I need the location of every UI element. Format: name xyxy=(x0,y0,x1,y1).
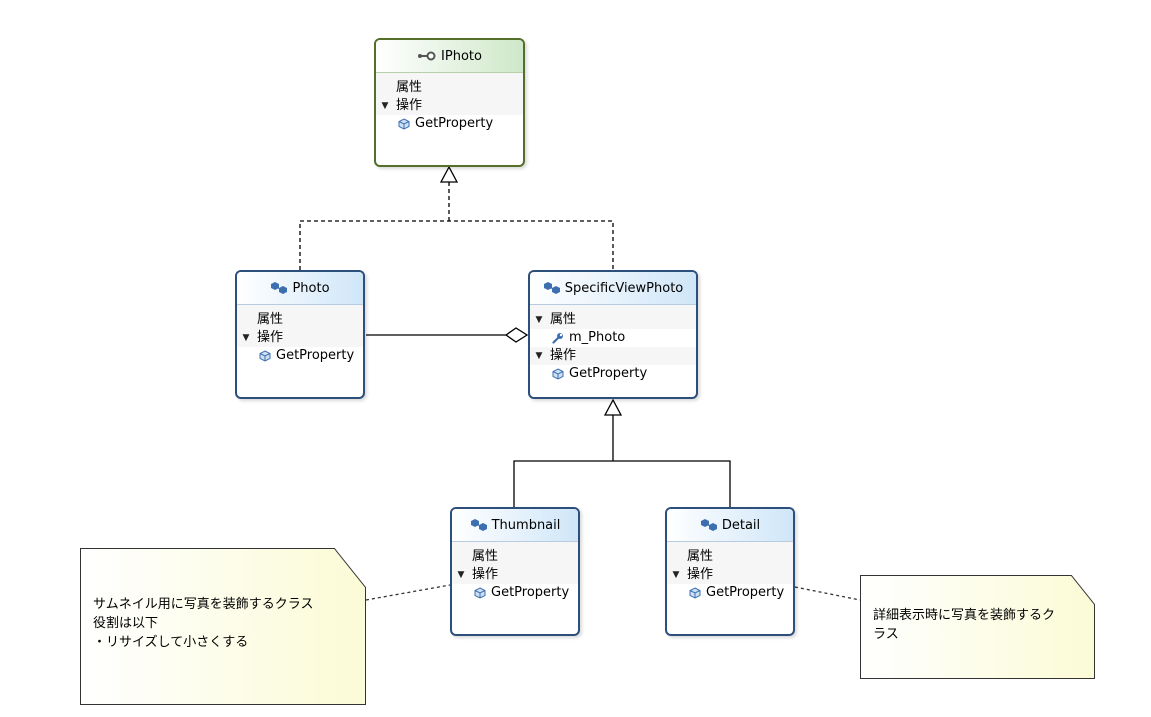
class-header[interactable]: IPhoto xyxy=(376,40,523,73)
note-line: 詳細表示時に写真を装飾するク xyxy=(873,608,1056,623)
wrench-field-icon xyxy=(552,333,563,344)
note-text: サムネイル用に写真を装飾するクラス 役割は以下 ・リサイズして小さくする xyxy=(93,595,313,652)
class-name: IPhoto xyxy=(441,48,482,64)
class-iphoto[interactable]: IPhoto 属性 ▼ 操作 GetProperty xyxy=(374,38,525,167)
member-getproperty[interactable]: GetProperty xyxy=(237,347,363,365)
method-cube-icon xyxy=(474,587,486,599)
note-line: 役割は以下 xyxy=(93,616,159,631)
expand-triangle-icon[interactable]: ▼ xyxy=(672,570,680,580)
member-getproperty[interactable]: GetProperty xyxy=(667,584,793,602)
method-cube-icon xyxy=(398,118,410,130)
member-name: GetProperty xyxy=(491,585,570,600)
class-photo[interactable]: Photo 属性 ▼ 操作 GetProperty xyxy=(235,270,365,399)
interface-lollipop-icon xyxy=(418,51,436,61)
class-name: Photo xyxy=(292,280,330,296)
section-operations[interactable]: ▼ 操作 xyxy=(237,329,363,347)
section-label: 操作 xyxy=(472,567,499,582)
section-label: 属性 xyxy=(396,80,423,95)
note-detail[interactable]: 詳細表示時に写真を装飾するク ラス xyxy=(860,575,1095,679)
member-m-photo[interactable]: m_Photo xyxy=(530,329,696,347)
class-name: Detail xyxy=(721,517,761,533)
method-cube-icon xyxy=(552,368,564,380)
section-attributes[interactable]: 属性 xyxy=(452,548,578,566)
realization-line-photo[interactable] xyxy=(299,220,614,270)
class-icon xyxy=(271,282,288,294)
member-getproperty[interactable]: GetProperty xyxy=(530,365,696,383)
generalization-line[interactable] xyxy=(513,415,731,507)
member-name: GetProperty xyxy=(415,116,494,131)
section-operations[interactable]: ▼ 操作 xyxy=(530,347,696,365)
class-header[interactable]: Thumbnail xyxy=(452,509,578,542)
note-text: 詳細表示時に写真を装飾するク ラス xyxy=(873,606,1055,644)
expand-triangle-icon[interactable]: ▼ xyxy=(381,101,389,111)
note-fold-corner xyxy=(1071,575,1095,605)
class-header[interactable]: SpecificViewPhoto xyxy=(530,272,696,305)
member-getproperty[interactable]: GetProperty xyxy=(376,115,523,133)
class-icon xyxy=(700,519,717,531)
section-label: 操作 xyxy=(687,567,714,582)
realization-arrowhead xyxy=(439,165,459,183)
note-thumbnail[interactable]: サムネイル用に写真を装飾するクラス 役割は以下 ・リサイズして小さくする xyxy=(80,548,366,705)
section-attributes[interactable]: 属性 xyxy=(237,311,363,329)
section-label: 操作 xyxy=(257,330,284,345)
expand-triangle-icon[interactable]: ▼ xyxy=(242,333,250,343)
section-label: 属性 xyxy=(687,549,714,564)
class-header[interactable]: Detail xyxy=(667,509,793,542)
class-detail[interactable]: Detail 属性 ▼ 操作 GetProperty xyxy=(665,507,795,636)
section-label: 属性 xyxy=(257,312,284,327)
member-getproperty[interactable]: GetProperty xyxy=(452,584,578,602)
section-attributes[interactable]: 属性 xyxy=(376,79,523,97)
note-line: サムネイル用に写真を装飾するクラス xyxy=(93,597,314,612)
member-name: GetProperty xyxy=(706,585,785,600)
class-icon xyxy=(470,519,487,531)
member-name: GetProperty xyxy=(569,366,648,381)
section-label: 操作 xyxy=(550,348,577,363)
section-label: 属性 xyxy=(550,312,577,327)
section-attributes[interactable]: 属性 xyxy=(667,548,793,566)
section-label: 操作 xyxy=(396,98,423,113)
section-operations[interactable]: ▼ 操作 xyxy=(452,566,578,584)
note-fold-corner xyxy=(334,548,366,588)
expand-triangle-icon[interactable]: ▼ xyxy=(535,315,543,325)
section-operations[interactable]: ▼ 操作 xyxy=(376,97,523,115)
class-icon xyxy=(543,282,560,294)
class-thumbnail[interactable]: Thumbnail 属性 ▼ 操作 GetProperty xyxy=(450,507,580,636)
method-cube-icon xyxy=(689,587,701,599)
section-attributes[interactable]: ▼ 属性 xyxy=(530,311,696,329)
section-label: 属性 xyxy=(472,549,499,564)
aggregation-diamond xyxy=(504,327,529,343)
class-name: Thumbnail xyxy=(491,517,561,533)
note-line: ・リサイズして小さくする xyxy=(93,635,249,650)
note-line: ラス xyxy=(873,627,899,642)
member-name: m_Photo xyxy=(569,330,626,345)
class-name: SpecificViewPhoto xyxy=(564,280,684,296)
expand-triangle-icon[interactable]: ▼ xyxy=(457,570,465,580)
section-operations[interactable]: ▼ 操作 xyxy=(667,566,793,584)
generalization-arrowhead xyxy=(603,398,623,416)
member-name: GetProperty xyxy=(276,348,355,363)
expand-triangle-icon[interactable]: ▼ xyxy=(535,351,543,361)
note-link-detail[interactable] xyxy=(794,586,861,601)
class-specificviewphoto[interactable]: SpecificViewPhoto ▼ 属性 m_Photo ▼ 操作 GetP… xyxy=(528,270,698,399)
method-cube-icon xyxy=(259,350,271,362)
class-header[interactable]: Photo xyxy=(237,272,363,305)
note-link-thumbnail[interactable] xyxy=(365,584,451,601)
